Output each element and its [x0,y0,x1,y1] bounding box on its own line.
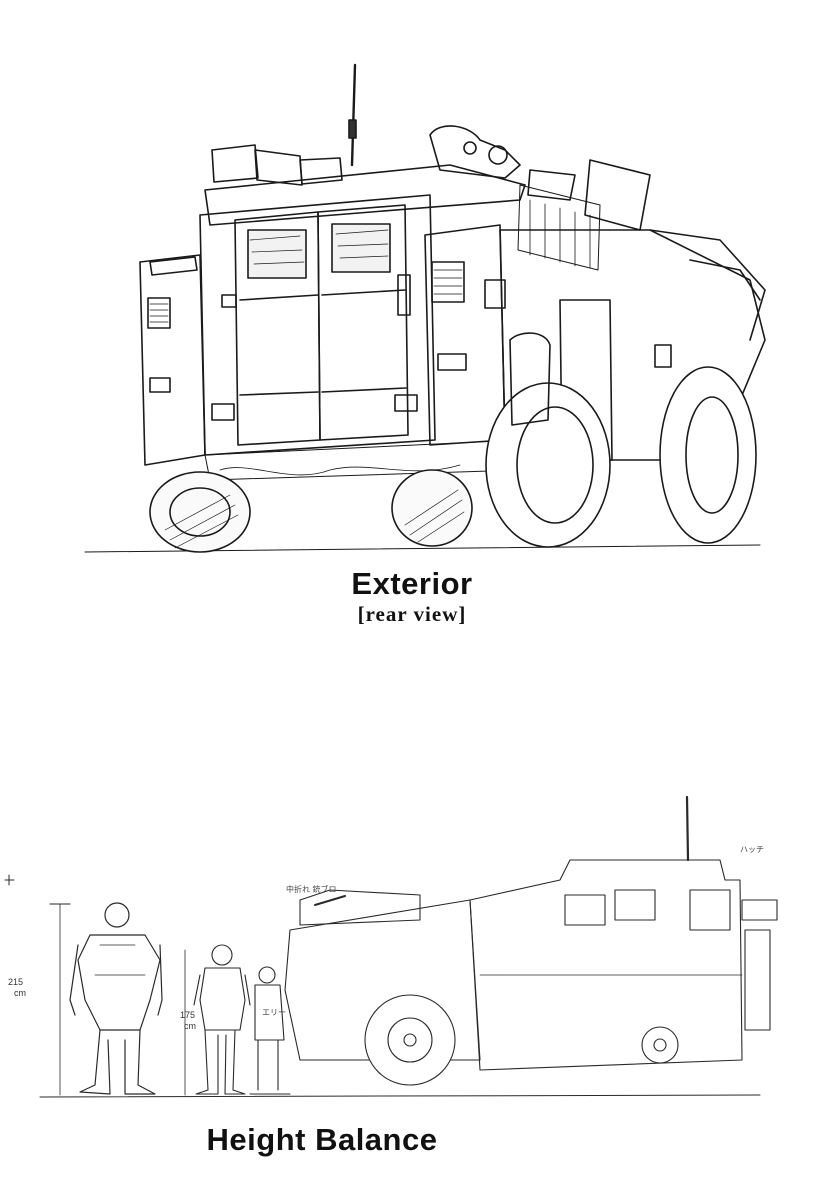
human-height-label: 175 [180,1010,195,1020]
turret-label: 中折れ 銃ブロ [286,884,337,894]
vehicle-rear-view-drawing [84,63,766,553]
hatch-label: ハッチ [740,845,764,854]
exterior-subtitle: [rear view] [357,602,467,626]
exterior-title: Exterior [351,566,473,601]
adult-figure [193,944,251,1095]
rear-left-wheel [149,471,251,553]
mech-height-unit: cm [14,988,26,998]
front-wheel [659,366,757,544]
side-view-front-wheel [364,994,456,1086]
side-view-rear-wheel [641,1026,679,1064]
child-label: エリー [262,1008,286,1017]
rear-right-wheel [391,469,473,547]
mech-figure [69,902,163,1095]
child-figure [249,966,291,1095]
vehicle-side-view [284,795,778,1086]
human-height-unit: cm [184,1021,196,1031]
height-balance-caption: Height Balance [172,1122,472,1158]
height-balance-title: Height Balance [206,1122,438,1157]
mech-height-label: 215 [8,977,23,987]
exterior-caption: Exterior [rear view] [262,566,562,627]
